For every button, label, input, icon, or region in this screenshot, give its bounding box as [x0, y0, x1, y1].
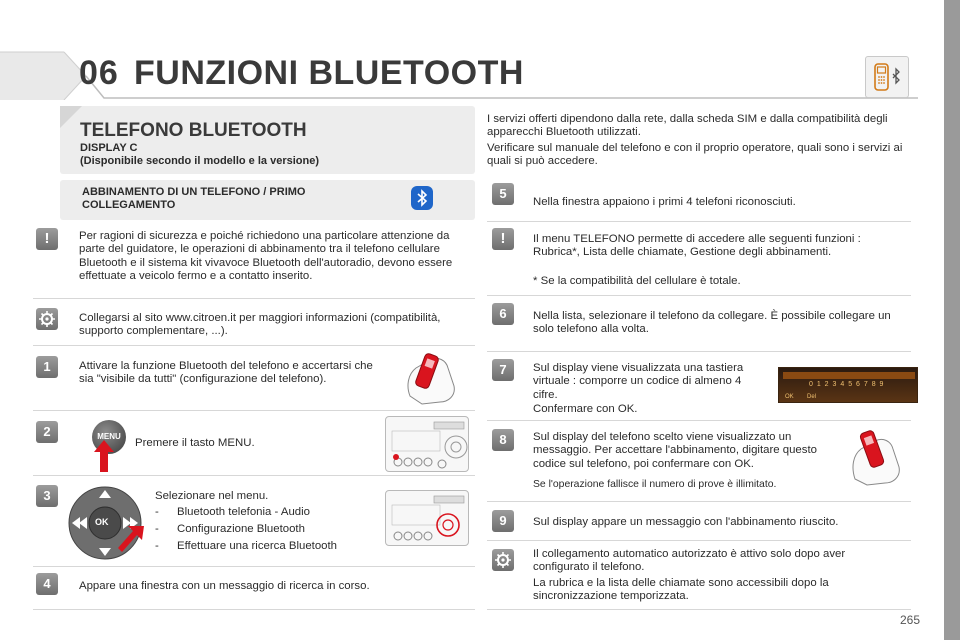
keyboard-del-key: Del	[807, 394, 817, 400]
step-7-confirm-text: Confermare con OK.	[533, 403, 638, 415]
info-text-right-2: La rubrica e la lista delle chiamate son…	[533, 577, 829, 603]
step-6-badge: 6	[492, 303, 514, 325]
warning-text: Per ragioni di sicurezza e poiché richie…	[79, 230, 453, 283]
menu-item-dash: -	[155, 523, 159, 535]
ok-button-label: OK	[95, 517, 109, 527]
step-4-text: Appare una finestra con un messaggio di …	[79, 580, 370, 592]
step-1-badge: 1	[36, 356, 58, 378]
footnote: * Se la compatibilità del cellulare è to…	[533, 275, 741, 287]
step-8-note: Se l'operazione fallisce il numero di pr…	[533, 479, 777, 490]
ok-navigation-pad[interactable]	[67, 485, 143, 561]
red-arrow-icon	[94, 440, 114, 472]
intro-panel	[60, 106, 475, 174]
warning-box	[33, 223, 475, 299]
menu-item-1: Bluetooth telefonia - Audio	[177, 506, 310, 518]
pairing-section-title: ABBINAMENTO DI UN TELEFONO / PRIMO COLLE…	[82, 186, 306, 211]
warning-text-right: Il menu TELEFONO permette di accedere al…	[533, 233, 861, 259]
step-8-box	[487, 424, 911, 502]
menu-item-3: Effettuare una ricerca Bluetooth	[177, 540, 337, 552]
step-9-box	[487, 505, 911, 541]
step-3-badge: 3	[36, 485, 58, 507]
info-text-right-1: Il collegamento automatico autorizzato è…	[533, 548, 846, 574]
chapter-number: 06	[79, 54, 119, 92]
step-4-box	[33, 570, 475, 610]
corner-bevel	[60, 106, 82, 128]
step-1-box	[33, 349, 475, 411]
menu-button-label: MENU	[97, 432, 121, 441]
step-9-text: Sul display appare un messaggio con l'ab…	[533, 516, 839, 528]
radio-faceplate-illustration	[385, 416, 469, 472]
step-7-box	[487, 355, 911, 421]
intro-note-2: Verificare sul manuale del telefono e co…	[487, 142, 903, 168]
step-8-badge: 8	[492, 429, 514, 451]
info-box-right	[487, 544, 911, 610]
red-diagonal-arrow-icon	[118, 526, 144, 552]
step-6-text: Nella lista, selezionare il telefono da …	[533, 310, 891, 336]
availability-note: (Disponibile secondo il modello e la ver…	[80, 155, 319, 167]
step-8-text: Sul display del telefono scelto viene vi…	[533, 431, 817, 470]
step-3-text: Selezionare nel menu.	[155, 490, 269, 502]
chapter-title: FUNZIONI BLUETOOTH	[134, 54, 524, 92]
bluetooth-phone-icon	[865, 56, 909, 98]
info-box	[33, 302, 475, 346]
header-band	[0, 51, 918, 100]
hand-phone-illustration	[852, 430, 900, 486]
step-6-box	[487, 298, 911, 352]
step-2-text: Premere il tasto MENU.	[135, 437, 255, 449]
step-1-text: Attivare la funzione Bluetooth del telef…	[79, 360, 373, 386]
step-7-text: Sul display viene visualizzata una tasti…	[533, 362, 744, 401]
menu-item-dash: -	[155, 506, 159, 518]
virtual-keyboard-screen: 0 1 2 3 4 5 6 7 8 9 OK Del	[778, 367, 918, 403]
intro-note-1: I servizi offerti dipendono dalla rete, …	[487, 113, 888, 139]
keyboard-digits: 0 1 2 3 4 5 6 7 8 9	[809, 381, 885, 388]
step-7-badge: 7	[492, 359, 514, 381]
info-text: Collegarsi al sito www.citroen.it per ma…	[79, 312, 441, 338]
warning-icon: !	[36, 228, 58, 250]
warning-box-right	[487, 224, 911, 296]
warning-icon: !	[492, 228, 514, 250]
bluetooth-icon	[411, 186, 433, 215]
step-5-text: Nella finestra appaiono i primi 4 telefo…	[533, 196, 796, 208]
display-subtitle: DISPLAY C	[80, 142, 138, 154]
step-4-badge: 4	[36, 573, 58, 595]
pairing-title-panel	[60, 180, 475, 220]
gear-icon	[492, 549, 514, 571]
step-5-box	[487, 180, 911, 222]
step-5-badge: 5	[492, 183, 514, 205]
gear-icon	[36, 308, 58, 330]
step-2-box	[33, 414, 475, 476]
menu-item-dash: -	[155, 540, 159, 552]
radio-faceplate-illustration	[385, 490, 469, 546]
menu-item-2: Configurazione Bluetooth	[177, 523, 305, 535]
section-title: TELEFONO BLUETOOTH	[80, 120, 307, 141]
page-number: 265	[900, 613, 921, 627]
step-2-badge: 2	[36, 421, 58, 443]
page-edge-strip	[944, 0, 960, 640]
step-9-badge: 9	[492, 510, 514, 532]
step-3-box	[33, 479, 475, 567]
hand-phone-illustration	[407, 353, 455, 405]
keyboard-ok-key: OK	[785, 394, 794, 400]
